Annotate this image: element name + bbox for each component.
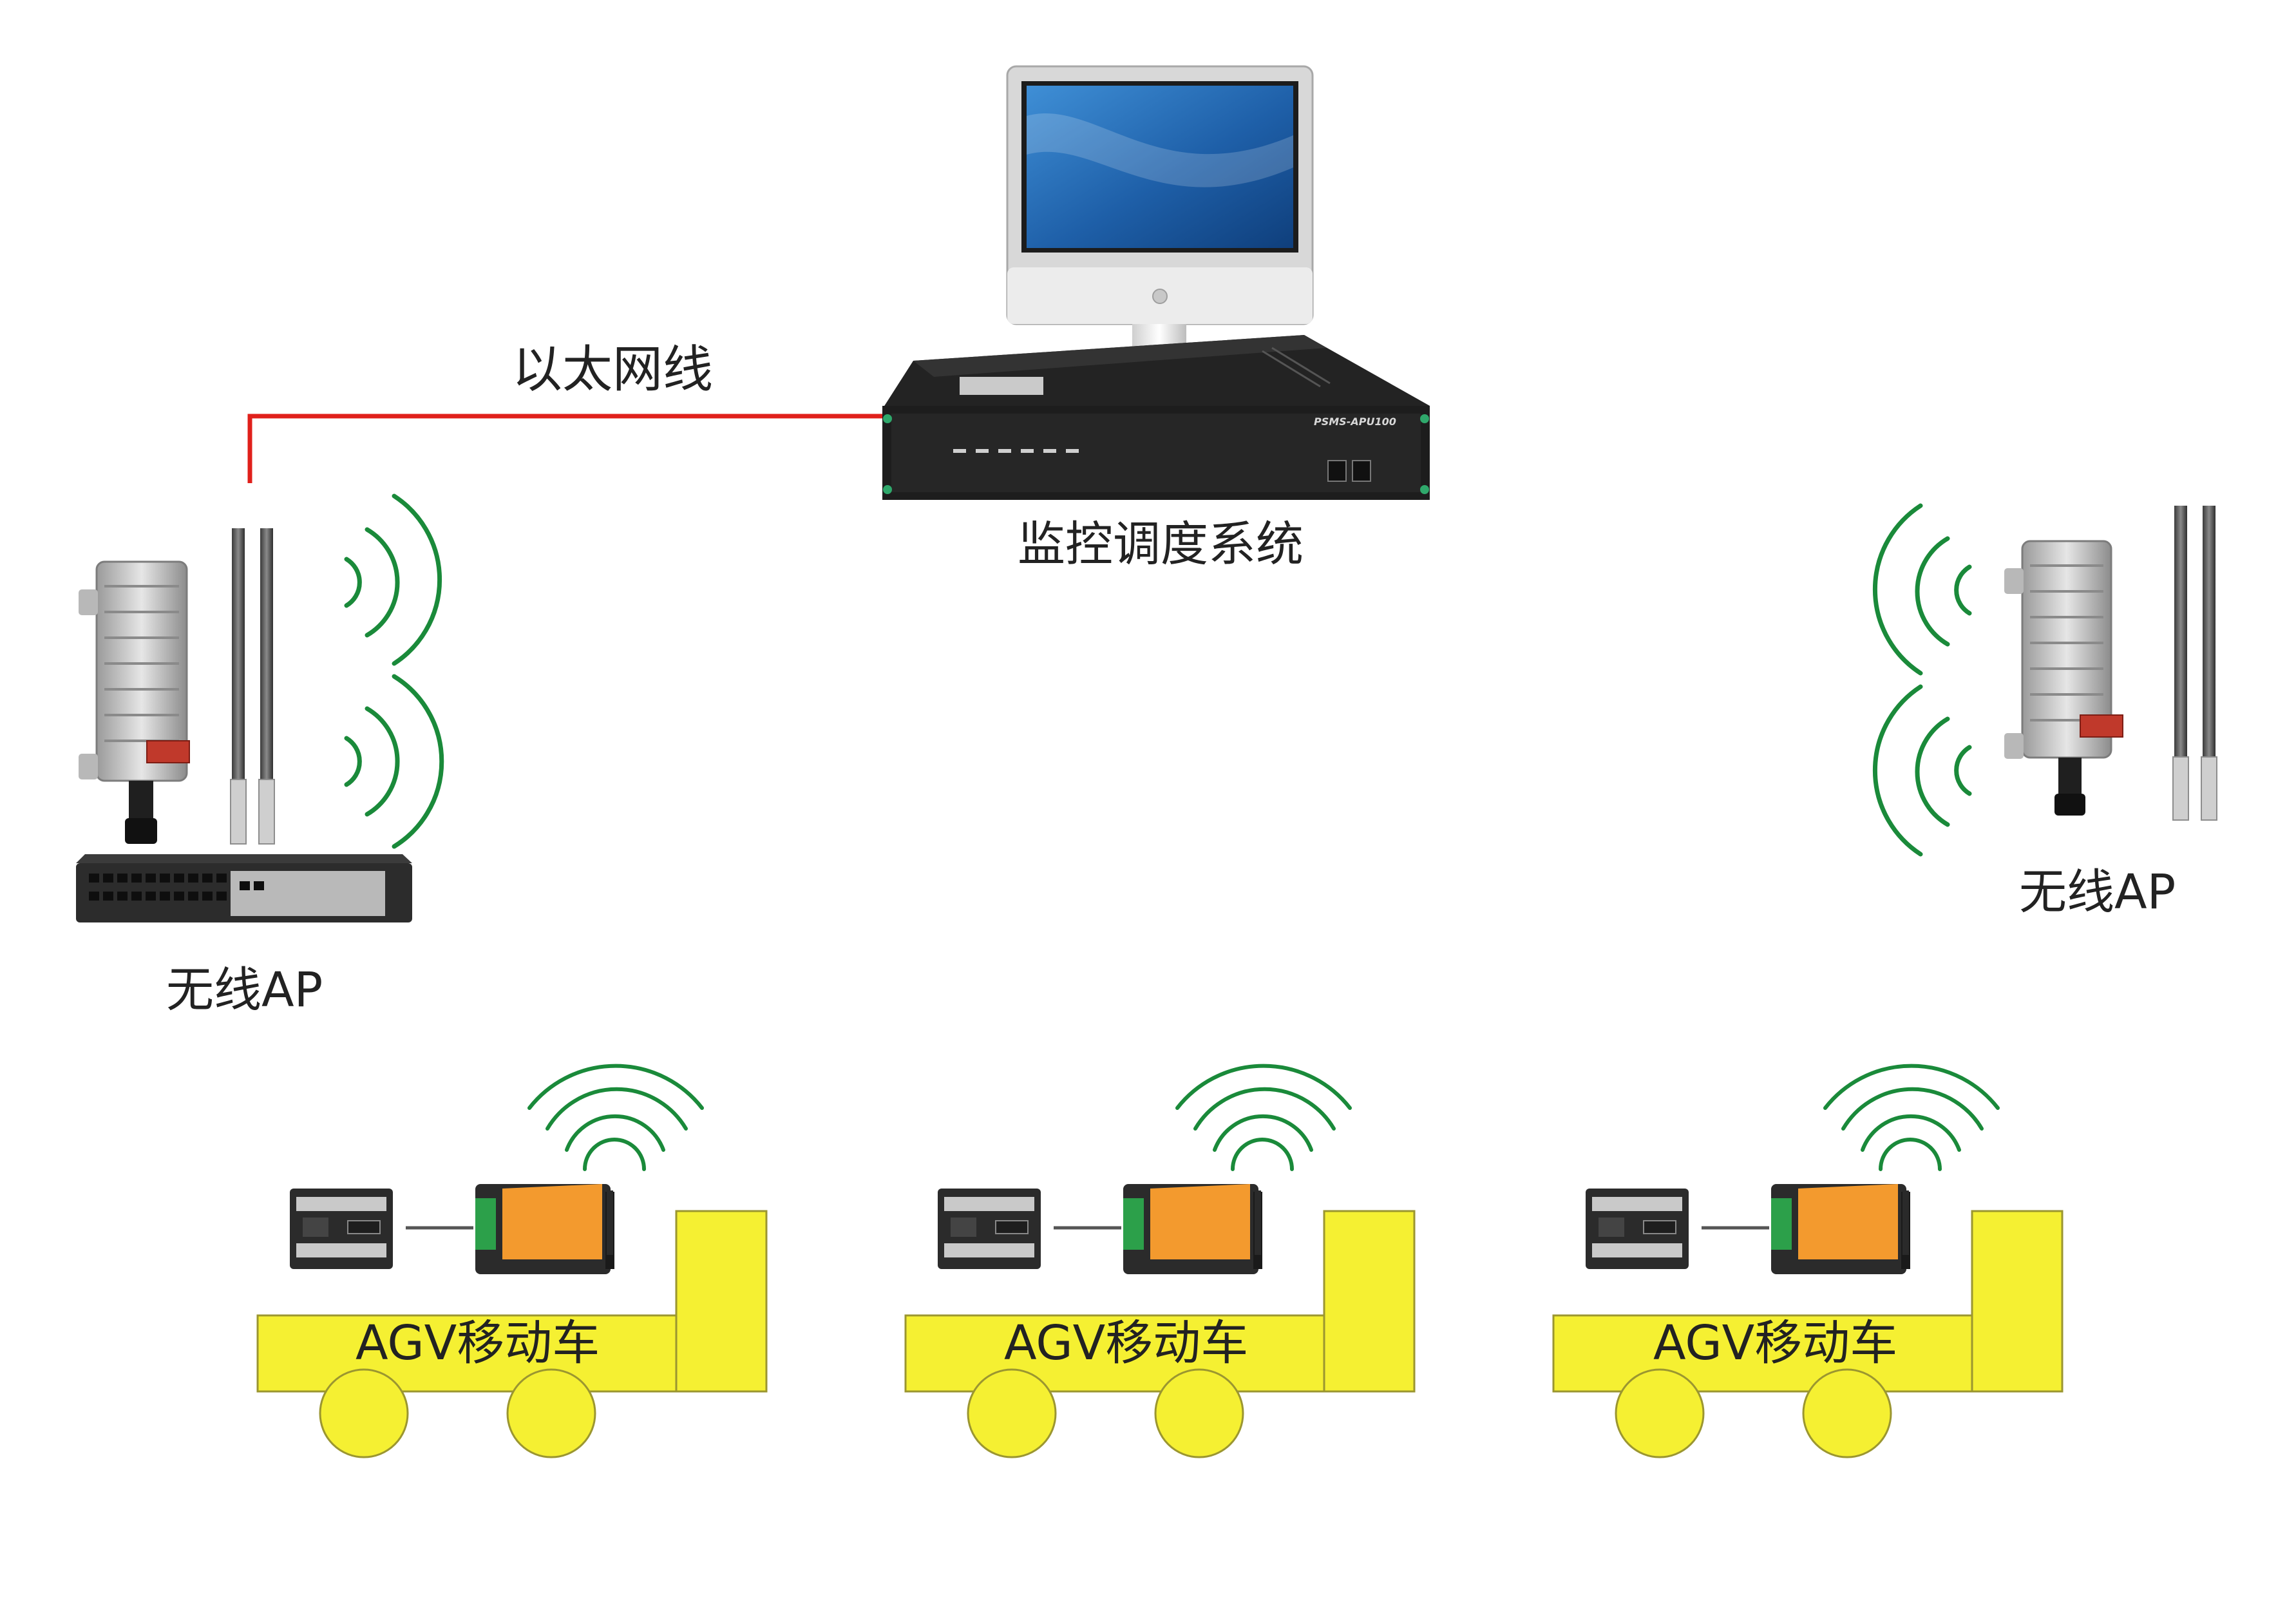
agv-wheel-rear: [1802, 1368, 1892, 1458]
plc-controller-icon: [290, 1189, 393, 1269]
wireless-router-icon: [1771, 1184, 1910, 1274]
agv-signal-icon: [527, 1064, 704, 1171]
agv-signal-icon: [1175, 1064, 1352, 1171]
right-ap-label: 无线AP: [2019, 865, 2176, 920]
agv-wheel-rear: [506, 1368, 596, 1458]
wireless-router-icon: [1123, 1184, 1262, 1274]
plc-controller-icon: [938, 1189, 1041, 1269]
monitor-icon: [1006, 65, 1314, 368]
agv-body: [256, 1210, 768, 1393]
agv-wheel-front: [1615, 1368, 1705, 1458]
agv-label-1: AGV移动车: [356, 1315, 600, 1371]
network-switch-icon: [76, 854, 412, 922]
agv-label-2: AGV移动车: [1004, 1315, 1249, 1371]
ethernet-cable: [247, 414, 882, 483]
monitor-system-label: 监控调度系统: [1018, 517, 1304, 572]
agv-wheel-rear: [1154, 1368, 1244, 1458]
server-model-label: PSMS-APU100: [1314, 416, 1396, 428]
left-ap-signal-icon: [344, 493, 444, 849]
plc-controller-icon: [1586, 1189, 1689, 1269]
right-ap-icon: [2004, 506, 2217, 821]
left-ap-icon: [79, 528, 275, 845]
left-ap-label: 无线AP: [166, 962, 323, 1018]
server-icon: PSMS-APU100: [882, 335, 1430, 500]
agv-wheel-front: [967, 1368, 1057, 1458]
right-ap-signal-icon: [1872, 503, 1972, 857]
agv-signal-icon: [1823, 1064, 2000, 1171]
agv-label-3: AGV移动车: [1653, 1315, 1898, 1371]
agv-vehicle-1: [256, 1064, 768, 1458]
agv-vehicle-2: [904, 1064, 1416, 1458]
agv-vehicle-3: [1552, 1064, 2064, 1458]
agv-wheel-front: [319, 1368, 409, 1458]
wireless-router-icon: [475, 1184, 614, 1274]
agv-body: [904, 1210, 1416, 1393]
ethernet-cable-label: 以太网线: [512, 341, 714, 399]
